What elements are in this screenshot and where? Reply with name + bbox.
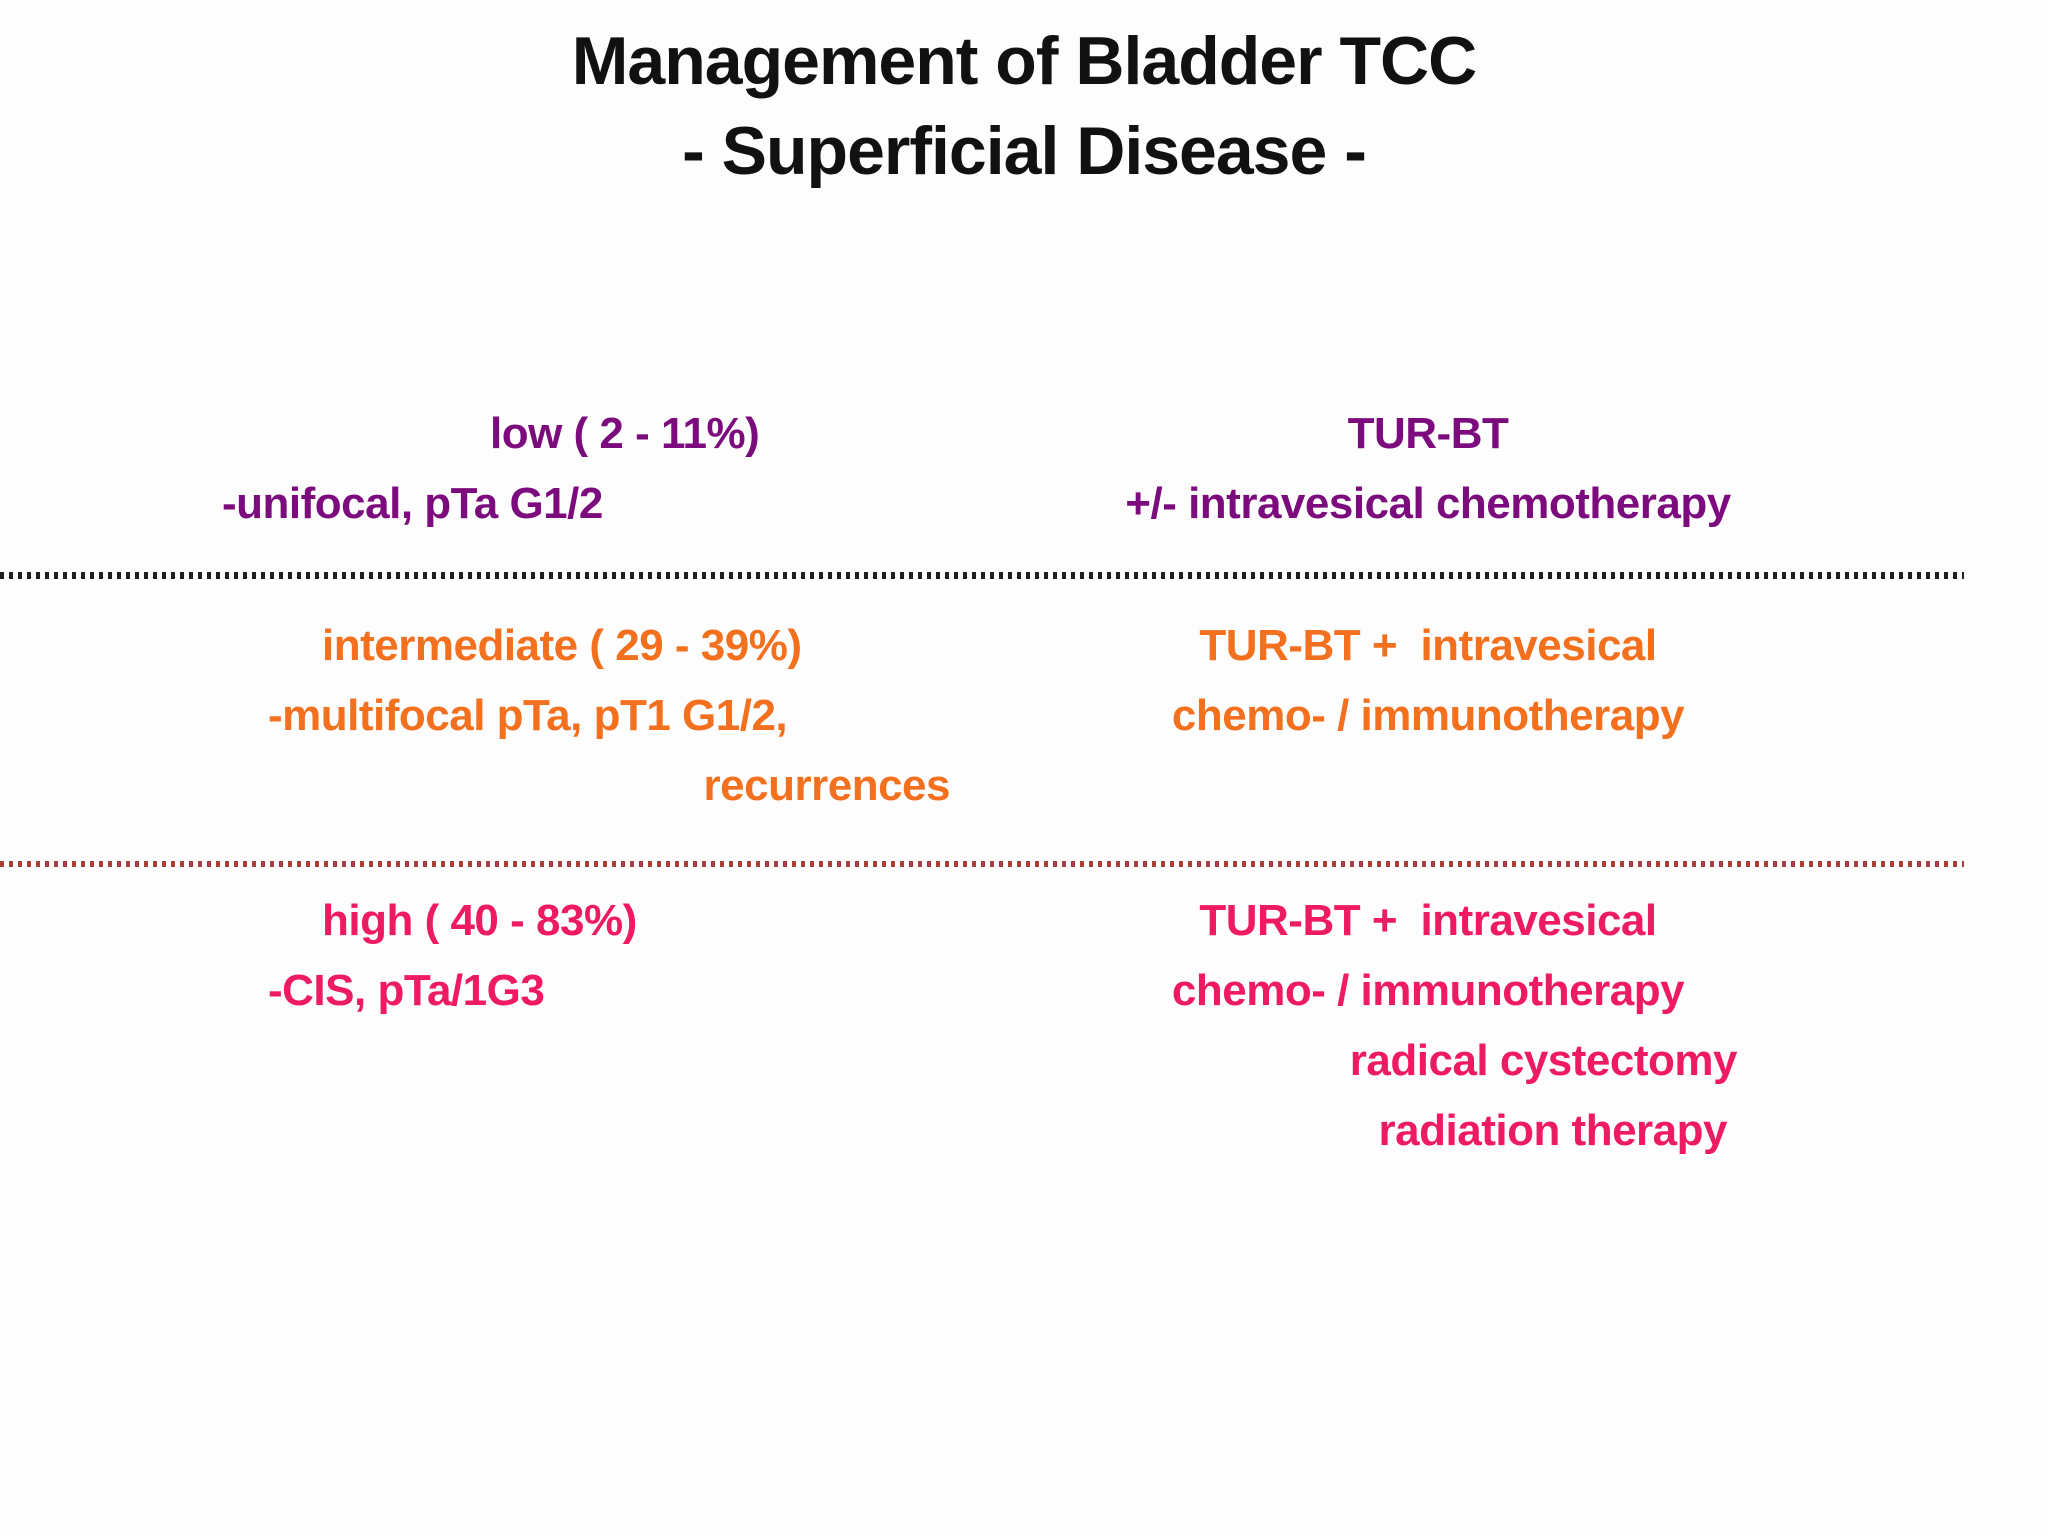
high-risk-criteria: -CIS, pTa/1G3: [268, 966, 545, 1015]
title-line-1: Management of Bladder TCC: [571, 23, 1477, 99]
low-risk-treatment-line-1: TUR-BT: [1347, 409, 1509, 458]
divider-low-intermediate: [0, 572, 1964, 579]
high-risk-treatment-line-1: TUR-BT + intravesical: [1199, 896, 1657, 945]
intermediate-risk-criteria-recurrences: recurrences: [703, 761, 951, 810]
slide-title: Management of Bladder TCC - Superficial …: [0, 16, 2048, 196]
intermediate-risk-category-label: intermediate ( 29 - 39%): [322, 621, 802, 670]
low-risk-category-label: low ( 2 - 11%): [490, 409, 760, 458]
intermediate-risk-criteria: -multifocal pTa, pT1 G1/2,: [268, 691, 788, 740]
high-risk-treatment-line-4: radiation therapy: [1378, 1106, 1728, 1155]
divider-intermediate-high: [0, 861, 1964, 867]
low-risk-criteria: -unifocal, pTa G1/2: [222, 479, 603, 528]
intermediate-risk-treatment-line-2: chemo- / immunotherapy: [1171, 691, 1685, 740]
intermediate-risk-treatment-line-1: TUR-BT + intravesical: [1199, 621, 1657, 670]
low-risk-treatment-line-2: +/- intravesical chemotherapy: [1125, 479, 1731, 528]
high-risk-treatment-line-3: radical cystectomy: [1349, 1036, 1738, 1085]
high-risk-treatment-line-2: chemo- / immunotherapy: [1171, 966, 1685, 1015]
high-risk-category-label: high ( 40 - 83%): [322, 896, 637, 945]
title-line-2: - Superficial Disease -: [682, 113, 1367, 189]
